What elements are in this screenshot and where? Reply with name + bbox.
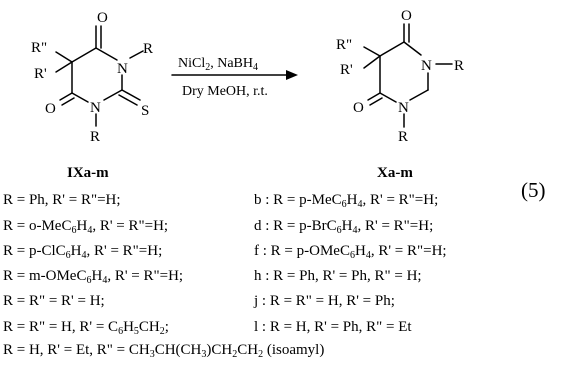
substituent-def-left: R = o-MeC6H4, R' = R"=H;	[3, 216, 168, 238]
substituent-def-right: j : R = R" = H, R' = Ph;	[254, 291, 395, 312]
subscript: 6	[71, 225, 77, 236]
text-fragment: CH	[237, 342, 259, 358]
reactant-atom-r1: R'	[34, 66, 47, 82]
reactant-atom-o-top: O	[97, 10, 108, 26]
text-fragment: H	[346, 192, 358, 208]
reaction-arrow-group: NiCl2, NaBH4 Dry MeOH, r.t.	[171, 56, 298, 99]
product-atom-r1: R'	[340, 62, 353, 78]
text-fragment: j : R = R" = H, R' = Ph;	[254, 293, 395, 309]
reagents-text: NiCl2, NaBH4	[178, 56, 258, 73]
solvent-text: Dry MeOH, r.t.	[182, 84, 268, 99]
text-fragment: , R' = R"=H;	[370, 243, 447, 259]
product-structure: O N R N R O R" R'	[336, 8, 464, 145]
text-fragment: , R' = R"=H;	[92, 218, 169, 234]
text-fragment: )CH	[206, 342, 233, 358]
subscript: 2	[232, 349, 238, 360]
arrow-head-icon	[286, 70, 298, 80]
substituent-row: R = m-OMeC6H4, R' = R"=H; h : R = Ph, R' …	[0, 266, 561, 287]
reactant-atom-r-n3: R	[143, 41, 153, 57]
subscript: 4	[365, 250, 371, 261]
substituent-def-left: R = Ph, R' = R"=H;	[3, 190, 121, 211]
reactant-label: IXa-m	[67, 165, 109, 181]
substituent-row: R = H, R' = Et, R" = CH3CH(CH3)CH2CH2 (i…	[0, 340, 561, 361]
product-atom-o-top: O	[401, 8, 412, 24]
product-atom-r-n1: R	[398, 129, 408, 145]
reactant-atom-r-n1: R	[90, 129, 100, 145]
substituent-def-right: h : R = Ph, R' = Ph, R" = H;	[254, 266, 422, 287]
text-fragment: CH(CH	[154, 342, 202, 358]
text-fragment: , R' = R"=H;	[362, 192, 439, 208]
subscript: 6	[336, 225, 342, 236]
subscript: 4	[102, 275, 108, 286]
text-fragment: R = R" = H, R' = C	[3, 319, 119, 335]
text-fragment: d : R = p-BrC	[254, 218, 337, 234]
substituent-def-right: d : R = p-BrC6H4, R' = R"=H;	[254, 216, 433, 238]
subscript: 4	[357, 199, 363, 210]
subscript: 4	[87, 225, 93, 236]
subscript: 6	[118, 326, 124, 337]
subscript: 2	[258, 349, 264, 360]
substituent-row: R = o-MeC6H4, R' = R"=H;d : R = p-BrC6H4…	[0, 216, 561, 237]
text-fragment: H	[76, 218, 88, 234]
text-fragment: H	[341, 218, 353, 234]
text-fragment: b : R = p-MeC	[254, 192, 342, 208]
text-fragment: h : R = Ph, R' = Ph, R" = H;	[254, 268, 422, 284]
product-label: Xa-m	[377, 165, 413, 181]
text-fragment: f : R = p-OMeC	[254, 243, 350, 259]
subscript: 4	[352, 225, 358, 236]
text-fragment: (isoamyl)	[263, 342, 325, 358]
substituent-def-left: R = p-ClC6H4, R' = R"=H;	[3, 241, 162, 263]
subscript: 5	[133, 326, 139, 337]
substituent-def-right: f : R = p-OMeC6H4, R' = R"=H;	[254, 241, 447, 263]
product-atom-n3: N	[421, 58, 432, 74]
substituent-def-left: R = H, R' = Et, R" = CH3CH(CH3)CH2CH2 (i…	[3, 340, 324, 362]
text-fragment: l : R = H, R' = Ph, R" = Et	[254, 319, 412, 335]
product-atom-o-bottom: O	[353, 100, 364, 116]
text-fragment: H	[123, 319, 134, 335]
substituent-list: R = Ph, R' = R"=H;b : R = p-MeC6H4, R' =…	[0, 190, 561, 379]
subscript: 6	[65, 250, 71, 261]
text-fragment: H	[91, 268, 103, 284]
text-fragment: , R' = R"=H;	[107, 268, 184, 284]
substituent-def-left: R = m-OMeC6H4, R' = R"=H;	[3, 266, 183, 288]
subscript: 6	[341, 199, 347, 210]
text-fragment: R = Ph, R' = R"=H;	[3, 192, 121, 208]
substituent-def-left: R = R" = R' = H;	[3, 291, 105, 312]
subscript: 6	[349, 250, 355, 261]
text-fragment: , R' = R"=H;	[86, 243, 163, 259]
subscript: 3	[201, 349, 207, 360]
substituent-row: R = R" = R' = H; j : R = R" = H, R' = Ph;	[0, 291, 561, 312]
substituent-def-right: b : R = p-MeC6H4, R' = R"=H;	[254, 190, 438, 212]
reactant-atom-n3: N	[117, 61, 128, 77]
reactant-structure: O N R S N R O R" R'	[31, 10, 153, 145]
reactant-atom-o-bottom: O	[45, 101, 56, 117]
equation-number: (5)	[521, 178, 546, 202]
product-atom-n1: N	[398, 100, 409, 116]
substituent-def-right: l : R = H, R' = Ph, R" = Et	[254, 317, 412, 338]
text-fragment: ;	[164, 319, 169, 335]
text-fragment: , R' = R"=H;	[357, 218, 434, 234]
text-fragment: R = m-OMeC	[3, 268, 87, 284]
substituent-row: R = Ph, R' = R"=H; b : R = p-MeC6H4, R' =…	[0, 190, 561, 211]
product-atom-r2: R"	[336, 37, 352, 53]
substituent-row: R = R" = H, R' = C6H5CH2; l : R = H, R' =…	[0, 317, 561, 338]
text-fragment: H	[70, 243, 82, 259]
text-fragment: R = H, R' = Et, R" = CH	[3, 342, 150, 358]
text-fragment: R = o-MeC	[3, 218, 72, 234]
substituent-def-left: R = R" = H, R' = C6H5CH2;	[3, 317, 169, 339]
text-fragment: R = p-ClC	[3, 243, 66, 259]
reactant-atom-s: S	[141, 103, 149, 119]
reactant-atom-r2: R"	[31, 40, 47, 56]
subscript: 2	[159, 326, 165, 337]
reactant-atom-n1: N	[90, 100, 101, 116]
text-fragment: R = R" = R' = H;	[3, 293, 105, 309]
product-atom-r-n3: R	[454, 58, 464, 74]
subscript: 3	[149, 349, 155, 360]
text-fragment: CH	[138, 319, 160, 335]
subscript: 4	[81, 250, 87, 261]
substituent-row: R = p-ClC6H4, R' = R"=H;f : R = p-OMeC6H…	[0, 241, 561, 262]
subscript: 6	[86, 275, 92, 286]
text-fragment: H	[354, 243, 366, 259]
